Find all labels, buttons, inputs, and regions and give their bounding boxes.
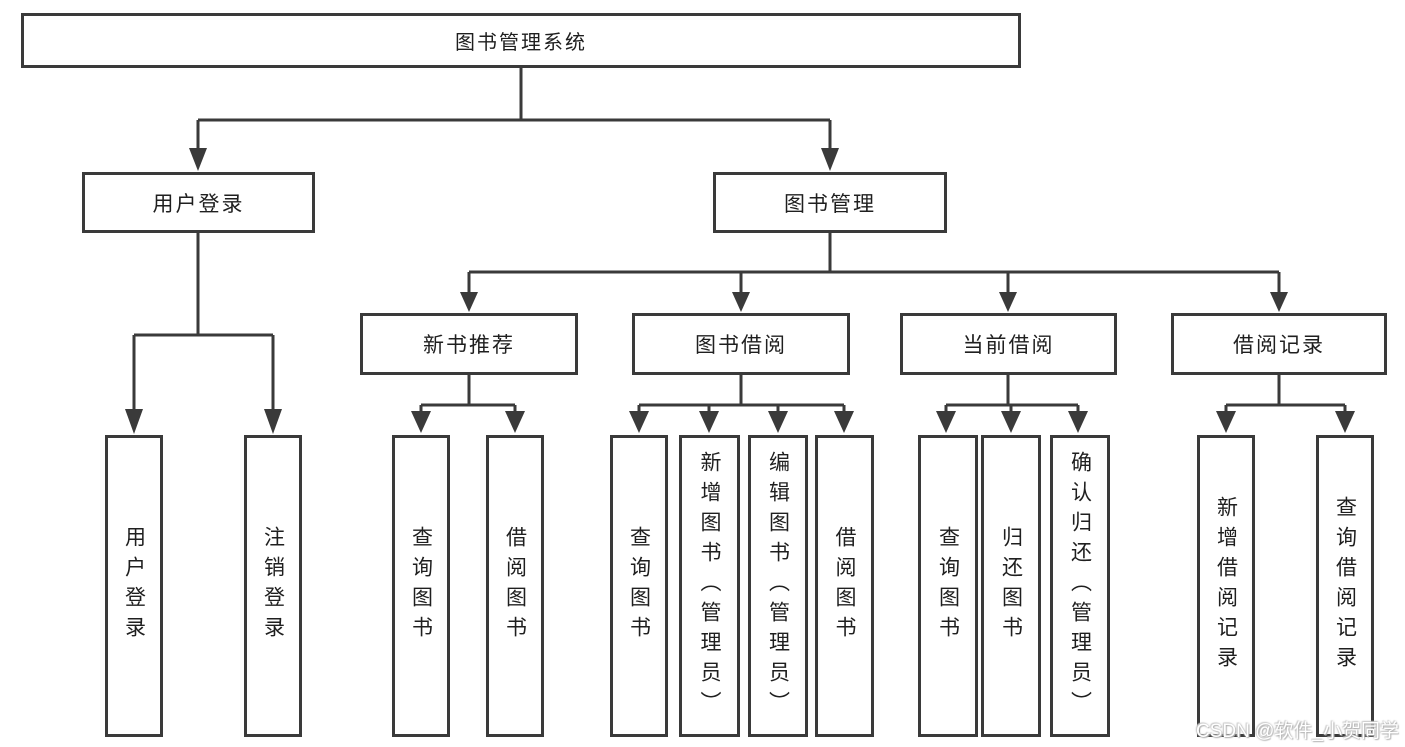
node-library-management-system: 图书管理系统 [21, 13, 1021, 68]
node-label: 归还图书 [999, 526, 1023, 646]
leaf-add-borrow-record: 新增借阅记录 [1197, 435, 1255, 737]
leaf-confirm-return-admin: 确认归还（管理员） [1050, 435, 1110, 737]
arrow-down-icon [125, 409, 143, 434]
node-label: 新书推荐 [423, 334, 515, 357]
arrow-down-icon [1001, 411, 1021, 433]
arrow-down-icon [936, 411, 956, 433]
arrow-down-icon [999, 292, 1017, 312]
arrow-down-icon [505, 411, 525, 433]
node-label: 当前借阅 [962, 334, 1055, 357]
arrow-down-icon [768, 411, 788, 433]
arrow-down-icon [1068, 411, 1088, 433]
node-label: 图书借阅 [695, 334, 787, 357]
node-label: 查询借阅记录 [1333, 496, 1357, 676]
arrow-down-icon [264, 409, 282, 434]
connector-new-book-recommend [419, 375, 517, 412]
node-label: 用户登录 [122, 526, 146, 646]
csdn-watermark: CSDN @软件_小贺同学 [1196, 721, 1399, 742]
leaf-add-books-admin: 新增图书（管理员） [679, 435, 740, 737]
leaf-return-books: 归还图书 [981, 435, 1041, 737]
node-label: 编辑图书（管理员） [766, 451, 790, 721]
arrow-down-icon [1270, 292, 1288, 312]
arrow-down-icon [821, 148, 839, 171]
node-label: 借阅图书 [833, 526, 856, 646]
leaf-query-books-borrow: 查询图书 [610, 435, 668, 737]
leaf-query-books-current: 查询图书 [918, 435, 978, 737]
node-current-borrow: 当前借阅 [900, 313, 1117, 375]
node-new-book-recommend: 新书推荐 [360, 313, 578, 375]
node-book-management: 图书管理 [713, 172, 947, 233]
node-label: 借阅记录 [1233, 334, 1325, 357]
node-label: 查询图书 [936, 526, 960, 646]
leaf-user-login: 用户登录 [105, 435, 163, 737]
node-label: 图书管理系统 [455, 32, 587, 54]
node-label: 查询图书 [627, 526, 651, 646]
arrow-down-icon [732, 292, 750, 312]
arrow-down-icon [460, 292, 478, 312]
arrow-down-icon [189, 148, 207, 171]
node-label: 确认归还（管理员） [1068, 451, 1092, 721]
arrow-down-icon [411, 411, 431, 433]
node-label: 新增图书（管理员） [698, 451, 721, 721]
connector-book-borrow [637, 375, 846, 412]
arrow-down-icon [834, 411, 854, 433]
connector-current-borrow [944, 375, 1080, 412]
node-label: 注销登录 [261, 526, 285, 646]
node-borrow-records: 借阅记录 [1171, 313, 1387, 375]
arrow-down-icon [629, 411, 649, 433]
connector-user-login [132, 233, 275, 411]
leaf-borrow-books: 借阅图书 [815, 435, 874, 737]
arrowheads [125, 148, 1355, 434]
arrow-down-icon [1216, 411, 1236, 433]
arrow-down-icon [1335, 411, 1355, 433]
node-label: 用户登录 [152, 192, 245, 216]
connector-root [196, 68, 832, 150]
leaf-borrow-books-recommend: 借阅图书 [486, 435, 544, 737]
node-label: 图书管理 [784, 192, 876, 216]
leaf-query-books-recommend: 查询图书 [392, 435, 450, 737]
node-user-login: 用户登录 [82, 172, 315, 233]
arrow-down-icon [699, 411, 719, 433]
connector-borrow-records [1224, 375, 1347, 412]
node-label: 查询图书 [409, 526, 433, 646]
node-label: 借阅图书 [503, 526, 527, 646]
connector-book-management [467, 233, 1281, 293]
leaf-query-borrow-record: 查询借阅记录 [1316, 435, 1374, 737]
leaf-logout: 注销登录 [244, 435, 302, 737]
leaf-edit-books-admin: 编辑图书（管理员） [748, 435, 808, 737]
node-label: 新增借阅记录 [1214, 496, 1238, 676]
node-book-borrow: 图书借阅 [632, 313, 850, 375]
